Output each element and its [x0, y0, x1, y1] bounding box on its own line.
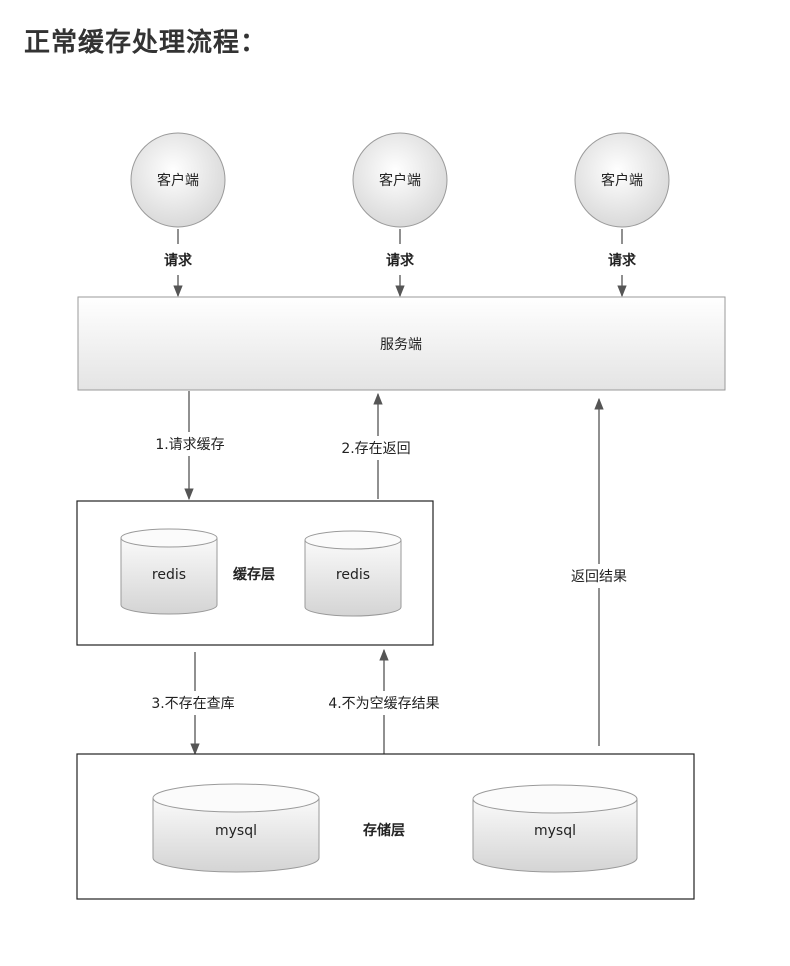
page-title: 正常缓存处理流程：	[24, 28, 268, 58]
mysql-cylinder-1: mysql	[152, 783, 320, 873]
flow-return-result: 返回结果	[558, 397, 642, 746]
redis-cylinder-1: redis	[120, 528, 218, 615]
label-bg	[558, 564, 642, 588]
mysql-cylinder-2: mysql	[472, 784, 638, 873]
client-label: 客户端	[157, 172, 199, 189]
flow-label: 返回结果	[571, 569, 627, 585]
server-node: 服务端	[77, 296, 726, 391]
redis-label: redis	[152, 567, 186, 583]
flow-not-empty-cache: 4.不为空缓存结果	[310, 648, 460, 755]
flow-label: 4.不为空缓存结果	[328, 696, 439, 712]
cylinder-body	[120, 538, 218, 615]
request-connector-2: 请求	[386, 229, 415, 298]
request-label: 请求	[386, 252, 415, 269]
redis-label: redis	[336, 567, 370, 583]
client-circle	[130, 132, 226, 228]
storage-layer: mysql 存储层 mysql	[76, 753, 695, 900]
label-bg	[310, 691, 460, 715]
cylinder-body	[304, 540, 402, 617]
request-connector-3: 请求	[608, 229, 637, 298]
server-box	[77, 296, 726, 391]
flow-request-cache: 1.请求缓存	[138, 391, 242, 501]
client-circle	[352, 132, 448, 228]
client-node-3: 客户端	[574, 132, 670, 228]
cylinder-top	[120, 528, 218, 548]
cylinder-body	[472, 799, 638, 873]
cylinder-top	[304, 530, 402, 550]
cylinder-body	[152, 798, 320, 873]
cache-layer-label: 缓存层	[233, 566, 275, 583]
mysql-label: mysql	[215, 823, 257, 839]
request-label: 请求	[164, 252, 193, 269]
request-label: 请求	[608, 252, 637, 269]
flow-label: 3.不存在查库	[151, 696, 234, 712]
storage-layer-label: 存储层	[363, 822, 405, 839]
redis-cylinder-2: redis	[304, 530, 402, 617]
client-node-1: 客户端	[130, 132, 226, 228]
label-bg	[138, 432, 242, 456]
label-bg	[326, 436, 430, 460]
flow-miss-query-db: 3.不存在查库	[136, 652, 252, 756]
client-label: 客户端	[601, 172, 643, 189]
flow-label: 1.请求缓存	[155, 437, 224, 453]
client-label: 客户端	[379, 172, 421, 189]
flow-label: 2.存在返回	[341, 441, 410, 457]
cylinder-top	[152, 783, 320, 813]
label-bg	[136, 691, 252, 715]
cache-layer: redis 缓存层 redis	[76, 500, 434, 646]
client-circle	[574, 132, 670, 228]
request-connector-1: 请求	[164, 229, 193, 298]
flow-cache-return: 2.存在返回	[326, 392, 430, 499]
server-label: 服务端	[380, 337, 422, 353]
cylinder-top	[472, 784, 638, 814]
mysql-label: mysql	[534, 823, 576, 839]
client-node-2: 客户端	[352, 132, 448, 228]
